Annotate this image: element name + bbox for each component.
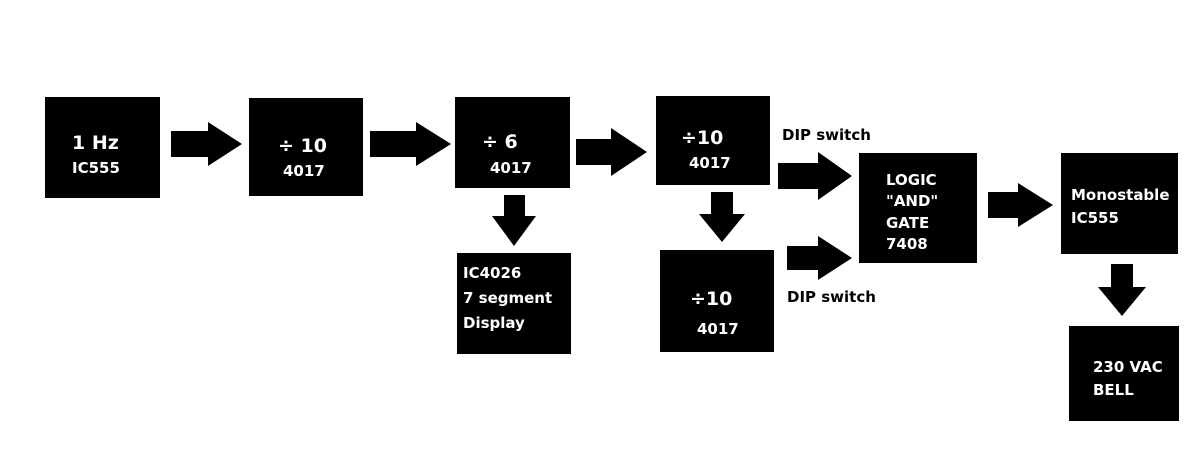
- oscillator-frequency: 1 Hz: [72, 132, 119, 154]
- display-line-2: 7 segment: [463, 289, 553, 307]
- divider10-block-a: ÷ 10 4017: [249, 98, 363, 196]
- divider10-block-b: ÷10 4017: [656, 96, 770, 185]
- divider6-ratio: ÷ 6: [482, 131, 518, 153]
- display-line-3: Display: [463, 314, 525, 332]
- logic-gate-line-3: GATE: [886, 214, 930, 232]
- monostable-line-2: IC555: [1071, 209, 1119, 227]
- arrow-monostable-to-bell: [1098, 264, 1146, 316]
- display-block: IC4026 7 segment Display: [457, 253, 571, 354]
- arrow-divider6-to-display: [492, 195, 536, 246]
- arrow-dip-bottom-to-gate: [787, 236, 852, 280]
- arrow-divider10a-to-divider6: [370, 122, 451, 166]
- monostable-block: Monostable IC555: [1061, 153, 1178, 254]
- dip-switch-label-top: DIP switch: [782, 126, 871, 144]
- bell-line-1: 230 VAC: [1093, 358, 1163, 376]
- oscillator-chip: IC555: [72, 159, 120, 177]
- bell-line-2: BELL: [1093, 381, 1134, 399]
- bell-block: 230 VAC BELL: [1069, 326, 1179, 421]
- arrow-divider6-to-divider10b: [576, 128, 647, 176]
- monostable-line-1: Monostable: [1071, 186, 1170, 204]
- dip-switch-label-bottom: DIP switch: [787, 288, 876, 306]
- arrow-gate-to-monostable: [988, 183, 1053, 227]
- divider10-block-c: ÷10 4017: [660, 250, 774, 352]
- display-line-1: IC4026: [463, 264, 522, 282]
- divider6-block: ÷ 6 4017: [455, 97, 570, 188]
- divider10-c-ratio: ÷10: [690, 288, 733, 310]
- divider10-b-chip: 4017: [689, 154, 731, 172]
- logic-gate-line-2: "AND": [886, 192, 939, 210]
- divider10-a-chip: 4017: [283, 162, 325, 180]
- logic-gate-line-4: 7408: [886, 235, 928, 253]
- divider6-chip: 4017: [490, 159, 532, 177]
- divider10-a-ratio: ÷ 10: [278, 135, 327, 157]
- divider10-c-chip: 4017: [697, 320, 739, 338]
- logic-gate-line-1: LOGIC: [886, 171, 937, 189]
- logic-gate-block: LOGIC "AND" GATE 7408: [859, 153, 977, 263]
- divider10-b-ratio: ÷10: [681, 127, 724, 149]
- arrow-divider10b-to-divider10c: [699, 192, 745, 242]
- arrow-dip-top-to-gate: [778, 152, 852, 200]
- arrow-oscillator-to-divider10a: [171, 122, 242, 166]
- oscillator-block: 1 Hz IC555: [45, 97, 160, 198]
